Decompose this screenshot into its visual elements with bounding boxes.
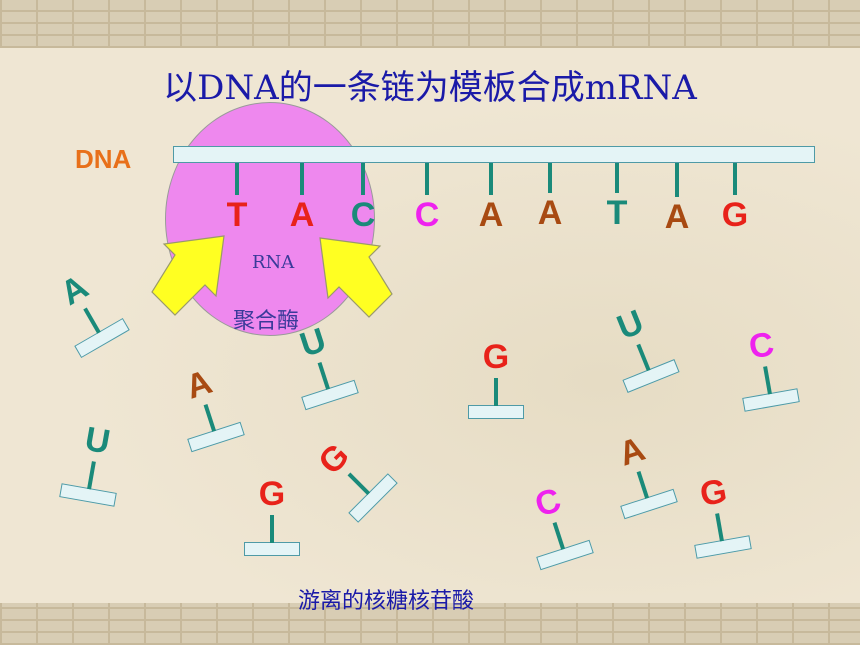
nucleotide-base-letter: G: [258, 475, 286, 513]
template-base-stub: [675, 163, 679, 197]
template-base-letter: A: [289, 196, 315, 234]
template-base-stub: [235, 163, 239, 195]
nucleotide-stem: [270, 515, 274, 543]
nucleotide-base-letter: U: [82, 419, 113, 462]
template-base-letter: A: [664, 198, 690, 236]
nucleotide-sugar-box: [468, 405, 524, 419]
template-base-stub: [300, 163, 304, 195]
nucleotide-base-letter: C: [746, 324, 777, 367]
decorative-border-bottom: [0, 603, 860, 645]
decorative-border-top: [0, 0, 860, 48]
template-base-stub: [733, 163, 737, 195]
nucleotide-sugar-box: [244, 542, 300, 556]
template-base-stub: [361, 163, 365, 195]
arrow-left: [151, 235, 225, 316]
template-base-letter: T: [226, 196, 248, 234]
dna-label: DNA: [75, 144, 132, 174]
slide-title: 以DNA的一条链为模板合成mRNA: [163, 68, 697, 108]
rna-polymerase: [165, 102, 375, 336]
template-base-letter: T: [606, 194, 628, 232]
template-base-stub: [548, 163, 552, 193]
dna-template-strand: [173, 146, 815, 163]
template-base-stub: [615, 163, 619, 193]
background-wash: [0, 48, 860, 603]
nucleotide-base-letter: G: [697, 471, 730, 514]
nucleotide-stem: [494, 378, 498, 406]
template-base-stub: [489, 163, 493, 195]
template-base-letter: G: [721, 196, 749, 234]
nucleotide-base-letter: G: [482, 338, 510, 376]
template-base-letter: A: [478, 196, 504, 234]
template-base-letter: C: [414, 196, 440, 234]
template-base-letter: A: [537, 194, 563, 232]
arrow-right: [319, 237, 393, 318]
template-base-stub: [425, 163, 429, 195]
free-nucleotides-caption: 游离的核糖核苷酸: [298, 589, 475, 614]
polymerase-label-enzyme: 聚合酶: [233, 309, 300, 334]
polymerase-label-rna: RNA: [252, 252, 295, 273]
template-base-letter: C: [350, 196, 376, 234]
